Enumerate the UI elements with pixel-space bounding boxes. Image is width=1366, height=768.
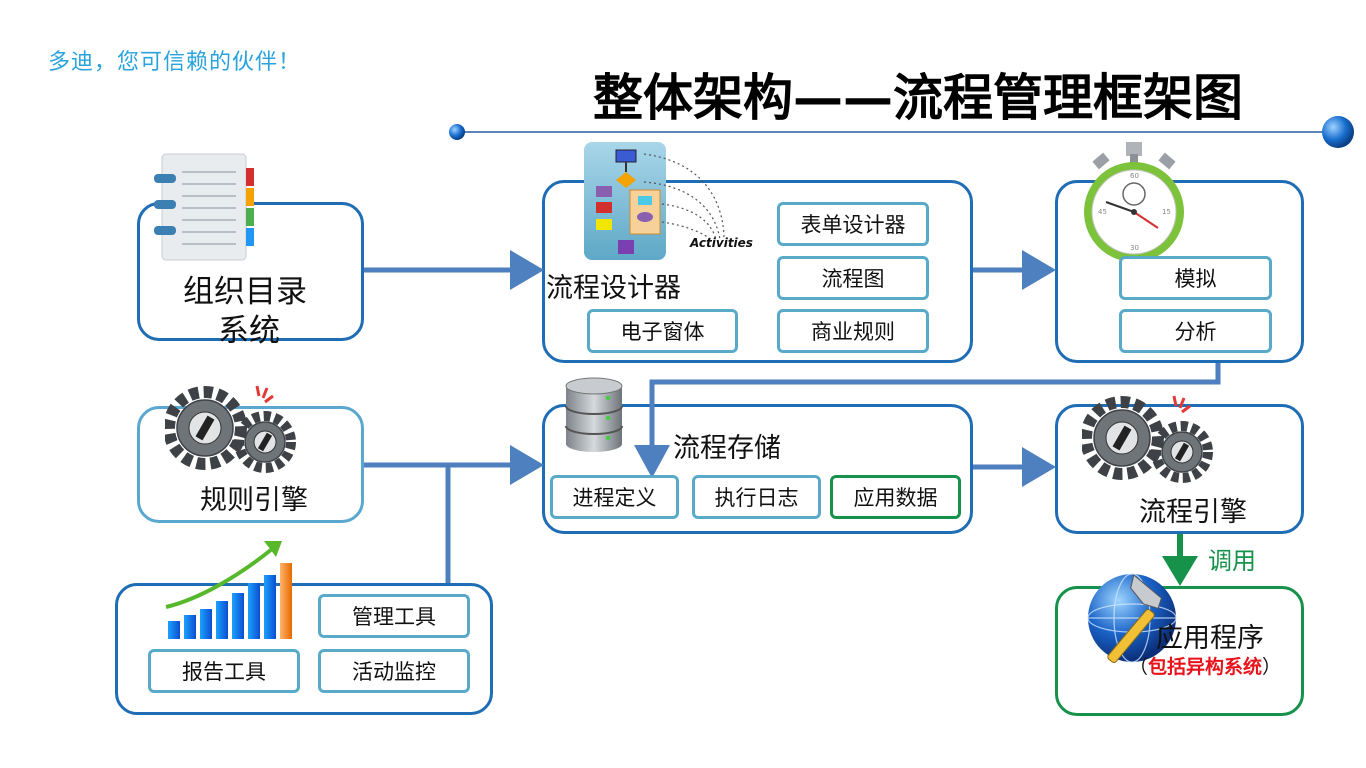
business-rules-pill: 商业规则: [777, 309, 929, 353]
note-close-paren: ）: [1262, 656, 1282, 678]
process-definition-pill: 进程定义: [550, 475, 679, 519]
flowchart-pill: 流程图: [777, 256, 929, 300]
gears-icon: [163, 382, 305, 478]
bar-chart-icon: [160, 535, 300, 645]
note-open-paren: （: [1129, 656, 1149, 678]
process-engine-label: 流程引擎: [1139, 497, 1247, 528]
invoke-label: 调用: [1208, 547, 1256, 575]
activity-monitoring-pill: 活动监控: [318, 649, 470, 693]
e-forms-pill: 电子窗体: [587, 309, 738, 353]
flowchart-icon: [584, 142, 759, 264]
page-title: 整体架构——流程管理框架图: [593, 69, 1243, 127]
globe-hammer-icon: [1080, 568, 1184, 672]
heterogeneous-systems-note: 包括异构系统: [1148, 656, 1263, 678]
analysis-pill: 分析: [1119, 309, 1272, 353]
svg-text:30: 30: [1130, 244, 1139, 252]
rule-engine-label: 规则引擎: [200, 485, 308, 516]
management-tools-pill: 管理工具: [318, 594, 470, 638]
simulate-pill: 模拟: [1119, 256, 1272, 300]
form-designer-pill: 表单设计器: [777, 202, 929, 246]
process-designer-label: 流程设计器: [546, 273, 681, 304]
slogan: 多迪，您可信赖的伙伴！: [48, 50, 302, 75]
activities-caption: Activities: [690, 236, 753, 250]
svg-text:45: 45: [1098, 208, 1107, 216]
org-directory-label-line2: 系统: [218, 313, 280, 349]
database-icon: [562, 376, 626, 454]
application-note: （包括异构系统）: [1129, 652, 1281, 679]
reporting-tools-pill: 报告工具: [148, 649, 300, 693]
gears-icon: [1080, 392, 1222, 488]
org-directory-label-line1: 组织目录: [183, 274, 307, 310]
notebook-icon: [150, 148, 258, 266]
svg-text:15: 15: [1162, 208, 1171, 216]
svg-text:60: 60: [1130, 172, 1139, 180]
stopwatch-icon: 60 15 30 45: [1080, 142, 1188, 266]
application-label: 应用程序: [1156, 623, 1264, 654]
process-storage-label: 流程存储: [673, 433, 781, 464]
execution-log-pill: 执行日志: [692, 475, 821, 519]
application-data-pill: 应用数据: [830, 475, 961, 519]
